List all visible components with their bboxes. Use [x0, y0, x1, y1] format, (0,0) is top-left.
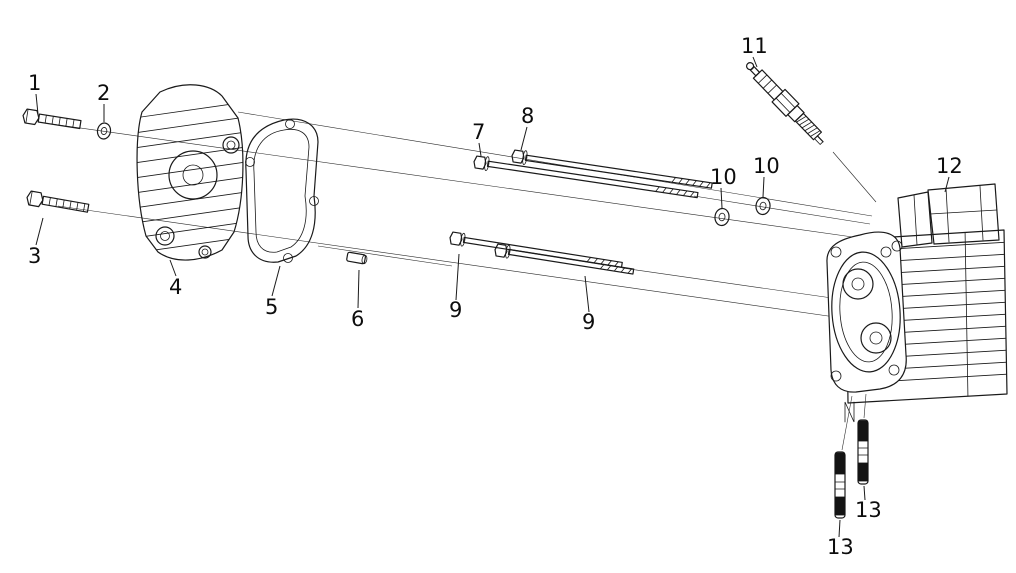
spark-plug-leader-line — [832, 151, 877, 203]
callout-label-10b: 10 — [753, 154, 780, 178]
part-flange-bolt-3 — [26, 190, 90, 213]
callout-label-13a: 13 — [827, 535, 854, 559]
part-dowel-pin-6 — [346, 251, 368, 265]
part-stud-9b — [494, 243, 635, 275]
part-washer-10a — [714, 207, 730, 227]
n-leader-mark — [844, 401, 855, 423]
callout-label-1: 1 — [28, 71, 41, 95]
callout-label-7: 7 — [472, 120, 485, 144]
callout-label-6: 6 — [351, 307, 364, 331]
callout-label-13b: 13 — [855, 498, 882, 522]
part-spark-plug-11 — [745, 62, 824, 146]
callout-label-5: 5 — [265, 295, 278, 319]
part-cylinder-head-12 — [826, 183, 1008, 451]
part-long-stud-7 — [473, 155, 699, 199]
cover-fins — [137, 101, 243, 254]
callout-label-3: 3 — [28, 244, 41, 268]
callout-label-2: 2 — [97, 81, 110, 105]
callout-label-9b: 9 — [582, 310, 595, 334]
callout-label-8: 8 — [521, 104, 534, 128]
part-short-stud-13b — [857, 419, 869, 485]
callout-label-10a: 10 — [710, 165, 737, 189]
callout-leader-lines — [35, 56, 950, 538]
callout-label-12: 12 — [936, 154, 963, 178]
callout-label-9a: 9 — [449, 298, 462, 322]
part-flange-bolt-1 — [22, 108, 82, 130]
part-washer-2 — [96, 122, 112, 140]
callout-label-4: 4 — [169, 275, 182, 299]
callout-labels: 1 2 3 4 5 6 7 8 9 9 10 10 11 12 13 13 — [28, 34, 963, 559]
part-cylinder-head-cover-4 — [136, 84, 244, 261]
combustion-chamber-ring — [831, 251, 901, 373]
part-short-stud-13a — [834, 451, 846, 519]
part-long-stud-8 — [511, 149, 713, 189]
part-cover-gasket-5 — [245, 118, 319, 263]
callout-label-11: 11 — [741, 34, 768, 58]
